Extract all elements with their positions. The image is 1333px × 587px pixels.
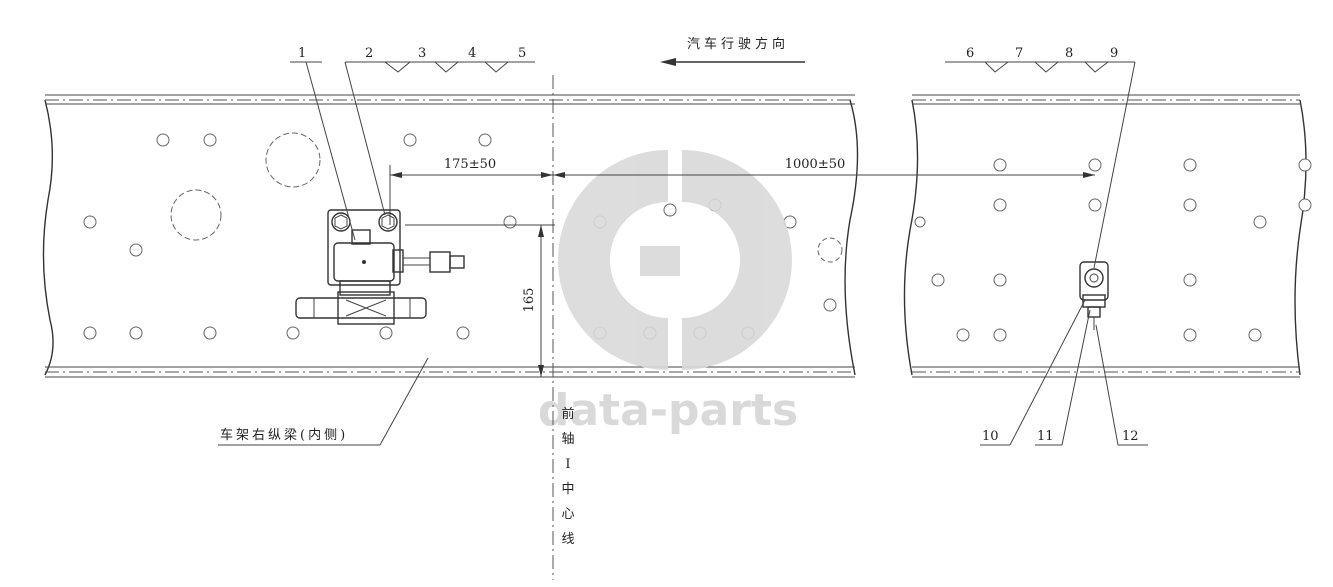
- callouts-top-left: 1 2 3 4 5: [290, 46, 535, 241]
- svg-text:前: 前: [561, 406, 574, 422]
- svg-text:轴: 轴: [561, 432, 574, 447]
- svg-text:I: I: [565, 457, 570, 472]
- callout-8: 8: [1065, 46, 1073, 61]
- frame-rail-left: [42, 94, 859, 378]
- dim-right-offset: 1000±50: [785, 157, 846, 172]
- watermark-logo: [557, 150, 792, 370]
- axle-label: 前 轴 I 中 心 线: [561, 406, 574, 547]
- callout-4: 4: [468, 46, 476, 61]
- direction-label: 汽车行驶方向: [687, 36, 789, 52]
- callout-3: 3: [418, 46, 426, 61]
- vertical-dimension: 165: [405, 224, 555, 377]
- callouts-top-right: 6 7 8 9: [945, 46, 1136, 269]
- svg-text:心: 心: [561, 507, 574, 522]
- travel-direction: 汽车行驶方向: [660, 36, 805, 66]
- callout-12: 12: [1122, 429, 1139, 444]
- callout-10: 10: [982, 429, 999, 444]
- svg-text:线: 线: [561, 532, 574, 547]
- valve-assembly-left: [295, 209, 465, 325]
- valve-assembly-right: [1079, 261, 1109, 330]
- frame-label: 车架右纵梁(内侧): [220, 427, 348, 443]
- callout-9: 9: [1110, 46, 1118, 61]
- horizontal-dimension: 175±50 1000±50: [389, 157, 1095, 225]
- dim-left-offset: 175±50: [444, 157, 496, 172]
- arrow-left-icon: [660, 58, 676, 66]
- watermark-text: data-parts: [538, 385, 798, 436]
- frame-label-group: 车架右纵梁(内侧): [218, 357, 429, 446]
- svg-text:中: 中: [561, 482, 574, 497]
- callout-1: 1: [298, 46, 306, 61]
- callouts-bottom-right: 10 11 12: [980, 299, 1148, 446]
- callout-5: 5: [518, 46, 526, 61]
- dim-height: 165: [522, 288, 537, 313]
- callout-11: 11: [1037, 429, 1054, 444]
- callout-2: 2: [365, 46, 373, 61]
- callout-6: 6: [966, 46, 974, 61]
- frame-holes: [83, 132, 1312, 342]
- callout-7: 7: [1015, 46, 1023, 61]
